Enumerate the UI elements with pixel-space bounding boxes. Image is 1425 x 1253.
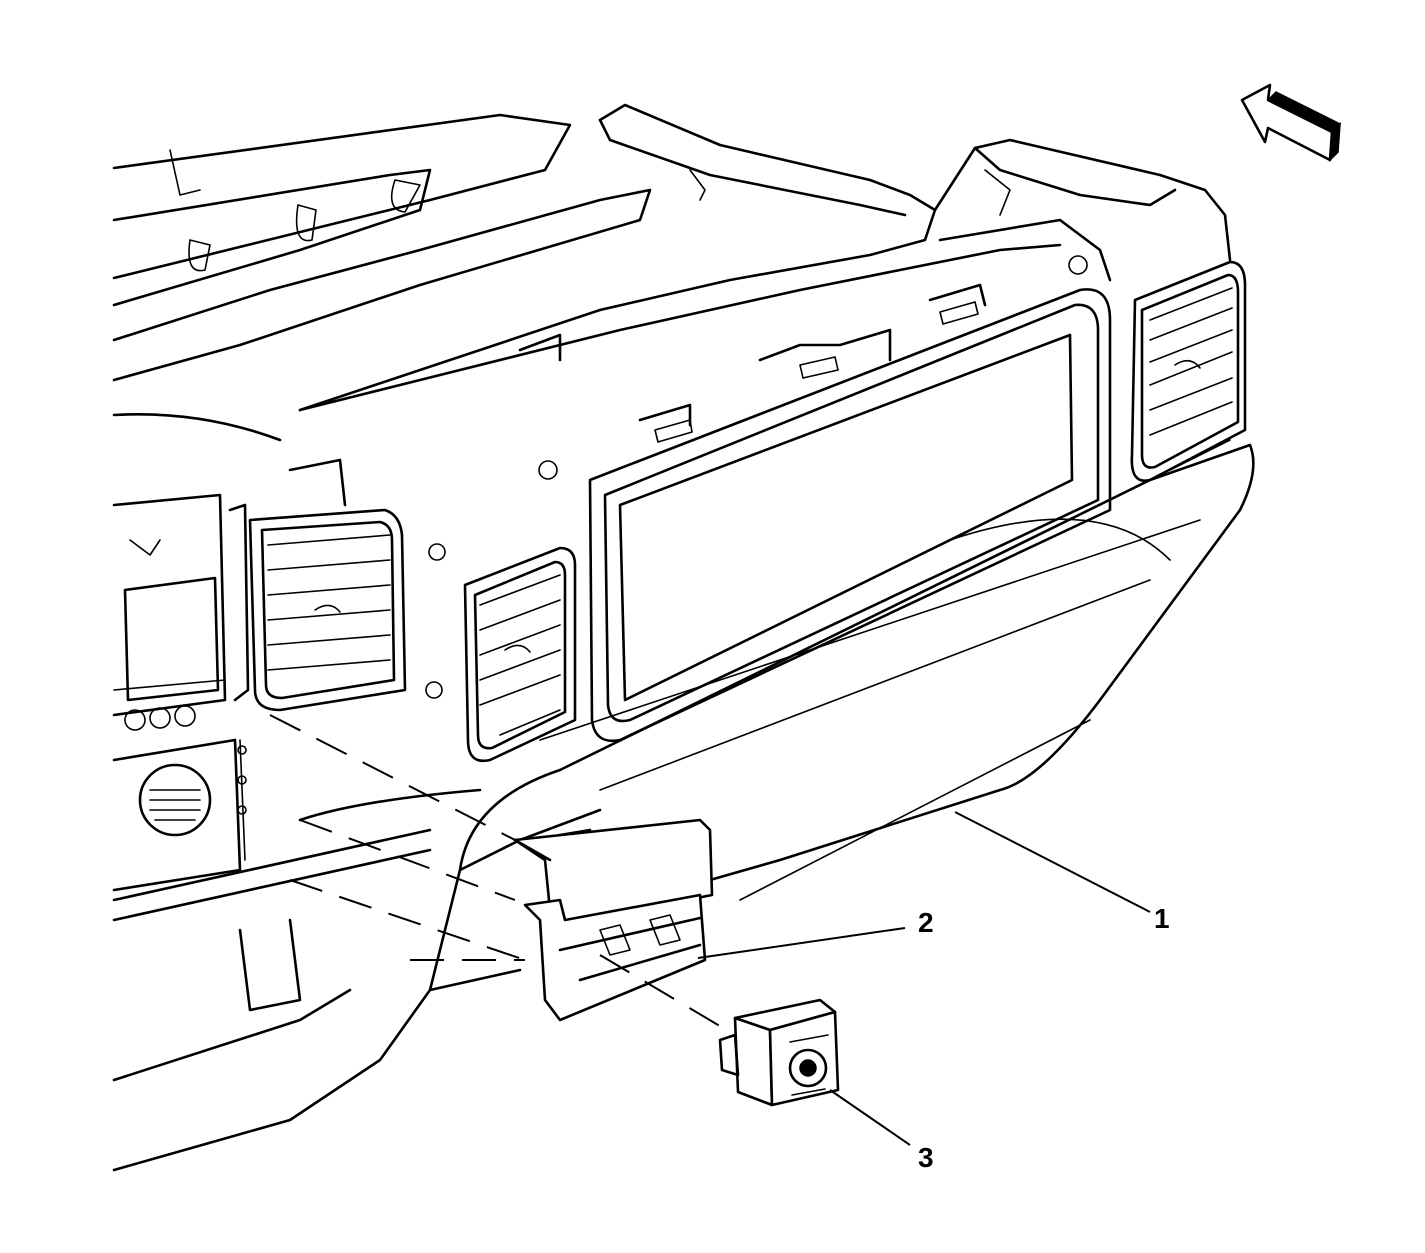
center-air-vent xyxy=(463,546,577,763)
radio-cluster-area xyxy=(112,412,282,892)
installation-lines xyxy=(269,714,736,1036)
lower-panel-trim xyxy=(112,443,1255,1172)
panel-carrier xyxy=(112,103,1232,699)
left-center-air-vent xyxy=(228,458,407,712)
right-air-vent xyxy=(1130,260,1247,482)
callout-1: 1 xyxy=(1154,903,1170,934)
leader-lines xyxy=(697,811,1151,1146)
switch-bracket xyxy=(513,818,714,1022)
callout-2: 2 xyxy=(918,907,934,938)
control-switch xyxy=(718,998,840,1107)
view-direction-arrow-icon xyxy=(1240,83,1342,162)
center-display-bezel xyxy=(588,288,1112,743)
callout-3: 3 xyxy=(918,1142,934,1173)
